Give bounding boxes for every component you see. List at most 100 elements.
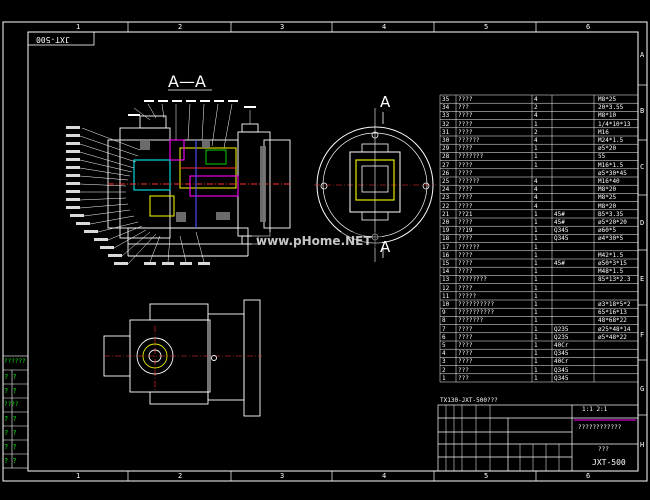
parts-cell-qty: 1 <box>534 325 538 333</box>
zone-right-a: A <box>640 51 645 59</box>
parts-cell-no: 16 <box>442 251 450 259</box>
parts-cell-name: ??????? <box>458 153 484 161</box>
parts-cell-name: ???? <box>458 128 473 136</box>
parts-cell-no: 2 <box>442 366 446 374</box>
parts-cell-no: 25 <box>442 178 450 185</box>
parts-cell-no: 13 <box>442 276 450 284</box>
parts-cell-name: ??? <box>458 366 469 374</box>
zone-top-5: 5 <box>484 23 489 31</box>
parts-cell-spec: 65*16*13 <box>598 309 627 317</box>
parts-cell-name: ??? <box>458 104 469 112</box>
zone-bottom-6: 6 <box>586 472 591 480</box>
parts-cell-qty: 1 <box>534 309 538 317</box>
zone-top-4: 4 <box>382 23 387 31</box>
parts-cell-name: ???? <box>458 186 473 194</box>
parts-cell-no: 24 <box>442 186 450 194</box>
zone-right-e: E <box>640 275 645 283</box>
zone-top-6: 6 <box>586 23 591 31</box>
parts-cell-qty: 4 <box>534 186 538 194</box>
parts-cell-no: 20 <box>442 219 450 226</box>
parts-cell-spec: 48*68*22 <box>598 317 627 325</box>
parts-cell-qty: 4 <box>534 194 538 202</box>
front-view <box>103 299 262 417</box>
parts-cell-qty: 1 <box>534 268 538 276</box>
parts-cell-no: 27 <box>442 161 450 169</box>
zone-right-h: H <box>640 441 645 449</box>
parts-cell-name: ???? <box>458 350 473 358</box>
parts-cell-qty: 1 <box>534 374 538 382</box>
zone-bottom-3: 3 <box>280 472 285 480</box>
parts-cell-spec: M16 <box>598 128 609 136</box>
parts-cell-qty: 1 <box>534 243 538 251</box>
parts-cell-qty: 4 <box>534 137 538 144</box>
parts-cell-no: 29 <box>442 145 450 153</box>
parts-cell-spec: M8*20 <box>598 186 617 194</box>
parts-cell-spec: M8*20 <box>598 202 617 210</box>
parts-cell-name: ???? <box>458 120 473 128</box>
section-view-a-a <box>66 89 291 265</box>
parts-cell-no: 5 <box>442 342 446 349</box>
parts-cell-qty: 1 <box>534 210 538 218</box>
view-marker-top: A <box>380 93 391 111</box>
parts-cell-spec: 1/4*10*13 <box>598 120 631 128</box>
title-block-main: ???????????? <box>578 424 622 431</box>
parts-cell-qty: 2 <box>534 128 538 136</box>
zone-bottom-5: 5 <box>484 472 489 480</box>
parts-cell-no: 34 <box>442 104 450 112</box>
title-block <box>437 404 639 472</box>
parts-cell-spec: 55 <box>598 153 606 161</box>
parts-cell-qty: 4 <box>534 202 538 210</box>
parts-cell-material: 40Cr <box>554 342 569 349</box>
parts-cell-spec: M24*1.5 <box>598 137 624 144</box>
parts-cell-qty: 4 <box>534 178 538 185</box>
parts-cell-material: 45# <box>554 219 565 226</box>
parts-cell-qty: 1 <box>534 161 538 169</box>
parts-cell-no: 3 <box>442 358 446 366</box>
parts-cell-no: 22 <box>442 202 450 210</box>
parts-cell-name: ???? <box>458 194 473 202</box>
id-box <box>27 31 95 46</box>
parts-cell-material: Q345 <box>554 366 569 374</box>
parts-cell-no: 30 <box>442 137 450 144</box>
parts-cell-material: 45# <box>554 210 565 218</box>
parts-cell-no: 32 <box>442 120 450 128</box>
parts-cell-spec: M16*40 <box>598 178 620 185</box>
bottom-ref: TX130-JXT-500??? <box>440 397 498 404</box>
parts-cell-name: ???? <box>458 333 473 341</box>
left-block-text-6: ? ? <box>4 429 17 437</box>
parts-cell-name: ???? <box>458 342 473 349</box>
zone-right-d: D <box>640 219 645 227</box>
parts-cell-material: Q345 <box>554 235 569 243</box>
title-block-code: JXT-500 <box>592 458 626 467</box>
parts-cell-spec: ø60*5 <box>598 227 617 235</box>
zone-right-f: F <box>640 331 645 339</box>
parts-cell-no: 10 <box>442 301 450 308</box>
parts-cell-qty: 1 <box>534 366 538 374</box>
parts-cell-no: 19 <box>442 227 450 235</box>
parts-cell-qty: 1 <box>534 227 538 235</box>
parts-cell-name: ???? <box>458 169 473 177</box>
left-side-block <box>2 355 29 469</box>
parts-cell-qty: 1 <box>534 317 538 325</box>
parts-cell-spec: M8*10 <box>598 112 617 120</box>
parts-cell-name: ???? <box>458 96 473 103</box>
parts-cell-spec: ø5*20 <box>598 145 617 153</box>
parts-cell-name: ?????????? <box>458 309 495 317</box>
parts-cell-no: 7 <box>442 325 446 333</box>
parts-cell-qty: 4 <box>534 96 538 103</box>
parts-cell-name: ?????? <box>458 178 480 185</box>
parts-cell-no: 33 <box>442 112 450 120</box>
parts-cell-no: 15 <box>442 260 450 267</box>
parts-cell-material: Q235 <box>554 333 569 341</box>
parts-cell-spec: M16*1.5 <box>598 161 624 169</box>
parts-cell-name: ???? <box>458 202 473 210</box>
parts-cell-spec: M48*1.5 <box>598 268 624 276</box>
parts-cell-name: ???? <box>458 235 473 243</box>
parts-cell-name: ???? <box>458 358 473 366</box>
parts-cell-material: 45# <box>554 260 565 267</box>
zone-top-3: 3 <box>280 23 285 31</box>
parts-cell-material: Q345 <box>554 350 569 358</box>
watermark-backdrop <box>252 232 382 248</box>
parts-cell-qty: 1 <box>534 235 538 243</box>
